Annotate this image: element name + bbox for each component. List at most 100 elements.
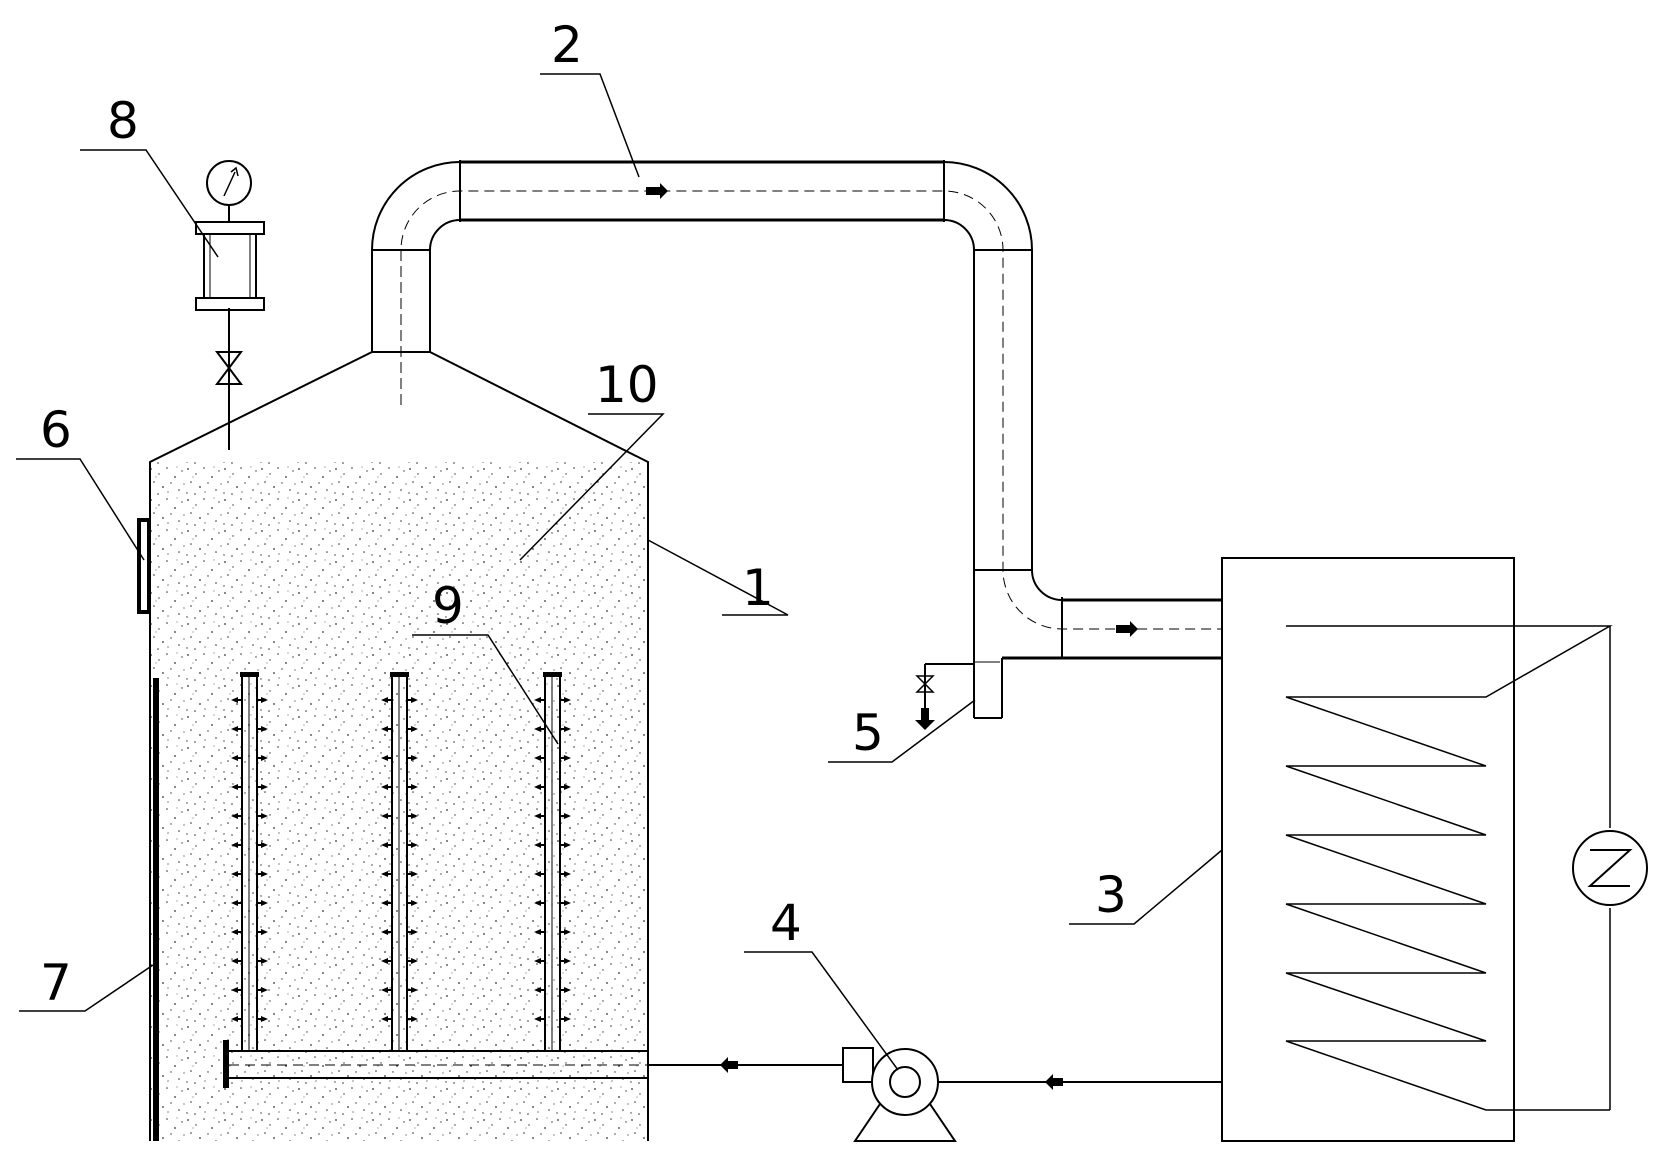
- label-drain: 5: [852, 704, 884, 762]
- label-door: 7: [40, 954, 72, 1012]
- leader-lines: [16, 73, 1223, 1071]
- nozzle-arrow-icon: [534, 813, 544, 819]
- flow-arrow-icon: [1116, 621, 1138, 637]
- nozzle-arrow-icon: [258, 958, 268, 964]
- nozzle-arrow-icon: [258, 784, 268, 790]
- nozzle-arrow-icon: [231, 900, 241, 906]
- nozzle-arrow-icon: [408, 813, 418, 819]
- nozzle-arrow-icon: [381, 842, 391, 848]
- nozzle-arrow-icon: [408, 842, 418, 848]
- nozzle-arrow-icon: [258, 871, 268, 877]
- nozzle-arrow-icon: [534, 842, 544, 848]
- nozzle-arrow-icon: [408, 929, 418, 935]
- duct-flow-arrows: [646, 183, 1138, 637]
- nozzle-arrow-icon: [231, 755, 241, 761]
- nozzle-arrow-icon: [381, 871, 391, 877]
- nozzle-arrow-icon: [408, 1016, 418, 1022]
- nozzle-arrow-icon: [408, 784, 418, 790]
- nozzle-arrow-icon: [561, 755, 571, 761]
- nozzle-arrow-icon: [258, 842, 268, 848]
- nozzle-arrow-icon: [561, 697, 571, 703]
- nozzle-arrow-icon: [231, 726, 241, 732]
- nozzle-arrow-icon: [231, 697, 241, 703]
- nozzle-arrow-icon: [258, 900, 268, 906]
- nozzle-arrow-icon: [561, 1016, 571, 1022]
- nozzle-arrow-icon: [231, 929, 241, 935]
- nozzle-arrow-icon: [381, 1016, 391, 1022]
- label-condenser: 3: [1095, 866, 1127, 924]
- nozzle-arrow-icon: [258, 726, 268, 732]
- nozzle-arrow-icon: [561, 929, 571, 935]
- nozzle-arrows: [231, 697, 571, 1022]
- nozzle-arrow-icon: [231, 987, 241, 993]
- nozzle-arrow-icon: [408, 958, 418, 964]
- heat-exchange-coil: [1285, 625, 1613, 1111]
- sight-window: [137, 518, 151, 614]
- nozzle-arrow-icon: [258, 813, 268, 819]
- nozzle-arrow-icon: [534, 726, 544, 732]
- label-pressure-gauge: 8: [107, 92, 139, 150]
- duct: [371, 160, 1222, 719]
- nozzle-arrow-icon: [381, 697, 391, 703]
- nozzle-arrow-icon: [561, 871, 571, 877]
- label-sight-window: 6: [40, 401, 72, 459]
- bowtie-valve-icon: [915, 675, 935, 693]
- nozzle-arrow-icon: [258, 1016, 268, 1022]
- label-distributor-pipes: 9: [432, 577, 464, 635]
- nozzle-arrow-icon: [258, 755, 268, 761]
- flow-arrow-icon: [1045, 1074, 1063, 1090]
- flow-arrow-icon: [646, 183, 668, 199]
- nozzle-arrow-icon: [231, 842, 241, 848]
- nozzle-arrow-icon: [408, 987, 418, 993]
- nozzle-arrow-icon: [381, 784, 391, 790]
- flow-arrow-icon: [720, 1057, 738, 1073]
- nozzle-arrow-icon: [381, 900, 391, 906]
- part-labels: 1 2 3 4 5 6 7 8 9 10: [40, 16, 1127, 1012]
- nozzle-arrow-icon: [408, 871, 418, 877]
- nozzle-arrow-icon: [561, 842, 571, 848]
- label-duct: 2: [551, 16, 583, 74]
- nozzle-arrow-icon: [231, 871, 241, 877]
- distributor-pipes: [223, 676, 648, 1088]
- door: [153, 678, 159, 1141]
- nozzle-arrow-icon: [408, 755, 418, 761]
- drain-valve: [915, 663, 974, 710]
- pressure-gauge-icon: [206, 160, 252, 206]
- nozzle-arrow-icon: [534, 958, 544, 964]
- nozzle-arrow-icon: [534, 900, 544, 906]
- nozzle-arrow-icon: [381, 726, 391, 732]
- nozzle-arrow-icon: [381, 987, 391, 993]
- nozzle-arrow-icon: [231, 784, 241, 790]
- header-end-cap: [223, 1040, 229, 1088]
- nozzle-arrow-icon: [231, 813, 241, 819]
- nozzle-arrow-icon: [231, 958, 241, 964]
- nozzle-arrow-icon: [534, 755, 544, 761]
- nozzle-arrow-icon: [534, 1016, 544, 1022]
- nozzle-arrow-icon: [561, 726, 571, 732]
- nozzle-arrow-icon: [381, 813, 391, 819]
- label-vessel: 1: [742, 559, 774, 617]
- nozzle-arrow-icon: [561, 784, 571, 790]
- nozzle-arrow-icon: [534, 697, 544, 703]
- nozzle-arrow-icon: [408, 726, 418, 732]
- nozzle-arrow-icon: [258, 987, 268, 993]
- pipe-caps: [240, 672, 562, 677]
- centrifugal-pump-icon: [842, 1047, 957, 1142]
- drain-arrow-icon: [915, 708, 935, 730]
- nozzle-arrow-icon: [258, 929, 268, 935]
- nozzle-arrow-icon: [561, 987, 571, 993]
- nozzle-arrow-icon: [534, 929, 544, 935]
- pressure-gauge-assembly: [195, 160, 265, 450]
- nozzle-arrow-icon: [534, 871, 544, 877]
- label-filling-material: 10: [595, 356, 659, 414]
- return-line: [648, 1064, 1222, 1083]
- condenser: [1221, 557, 1648, 1142]
- nozzle-arrow-icon: [381, 958, 391, 964]
- nozzle-arrow-icon: [534, 987, 544, 993]
- label-pump: 4: [770, 894, 802, 952]
- nozzle-arrow-icon: [381, 929, 391, 935]
- nozzle-arrow-icon: [408, 697, 418, 703]
- nozzle-arrow-icon: [534, 784, 544, 790]
- bowtie-valve-icon: [215, 351, 243, 385]
